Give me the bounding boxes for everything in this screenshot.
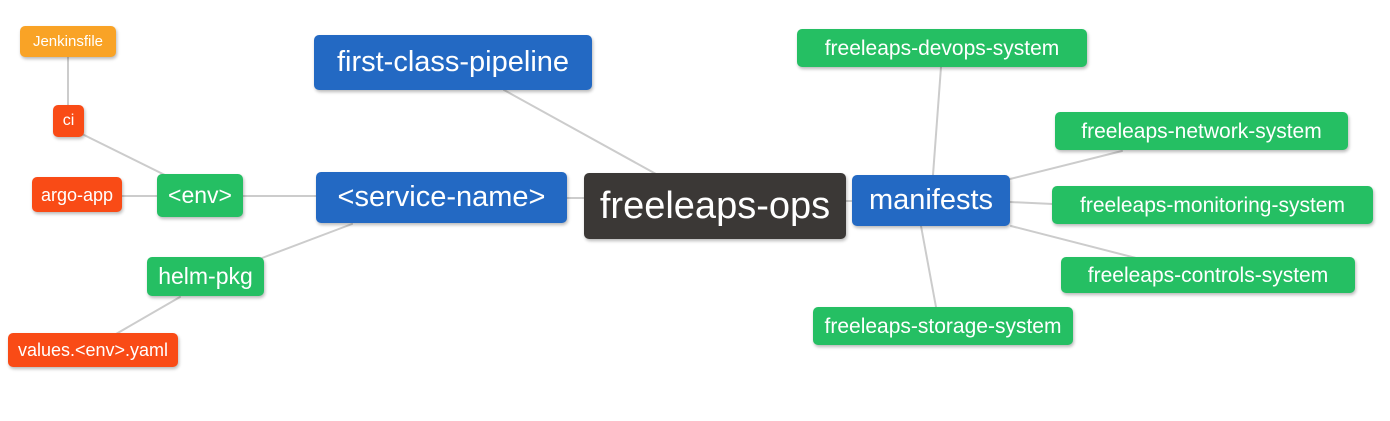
node-helm-pkg[interactable]: helm-pkg (147, 257, 264, 296)
node-freeleaps-storage-system[interactable]: freeleaps-storage-system (813, 307, 1073, 345)
node-jenkinsfile[interactable]: Jenkinsfile (20, 26, 116, 57)
node-service-name[interactable]: <service-name> (316, 172, 567, 223)
edge-manifests-freeleaps-controls-system (1010, 225, 1137, 259)
node-argo-app[interactable]: argo-app (32, 177, 122, 212)
node-freeleaps-controls-system[interactable]: freeleaps-controls-system (1061, 257, 1355, 293)
node-freeleaps-ops[interactable]: freeleaps-ops (584, 173, 846, 239)
node-freeleaps-devops-system[interactable]: freeleaps-devops-system (797, 29, 1087, 67)
node-values-env-yaml[interactable]: values.<env>.yaml (8, 333, 178, 367)
edge-service-name-helm-pkg (261, 223, 353, 259)
edge-manifests-freeleaps-monitoring-system (1009, 201, 1054, 205)
node-manifests[interactable]: manifests (852, 175, 1010, 226)
node-first-class-pipeline[interactable]: first-class-pipeline (314, 35, 592, 90)
node-env[interactable]: <env> (157, 174, 243, 217)
node-freeleaps-network-system[interactable]: freeleaps-network-system (1055, 112, 1348, 150)
edge-manifests-freeleaps-devops-system (932, 66, 942, 176)
edge-ci-env (79, 132, 176, 181)
edge-first-class-pipeline-freeleaps-ops (503, 89, 657, 175)
edge-manifests-freeleaps-storage-system (920, 225, 937, 308)
edge-manifests-freeleaps-network-system (1009, 150, 1123, 180)
node-ci[interactable]: ci (53, 105, 84, 137)
node-freeleaps-monitoring-system[interactable]: freeleaps-monitoring-system (1052, 186, 1373, 224)
edge-helm-pkg-values-env-yaml (115, 296, 181, 335)
